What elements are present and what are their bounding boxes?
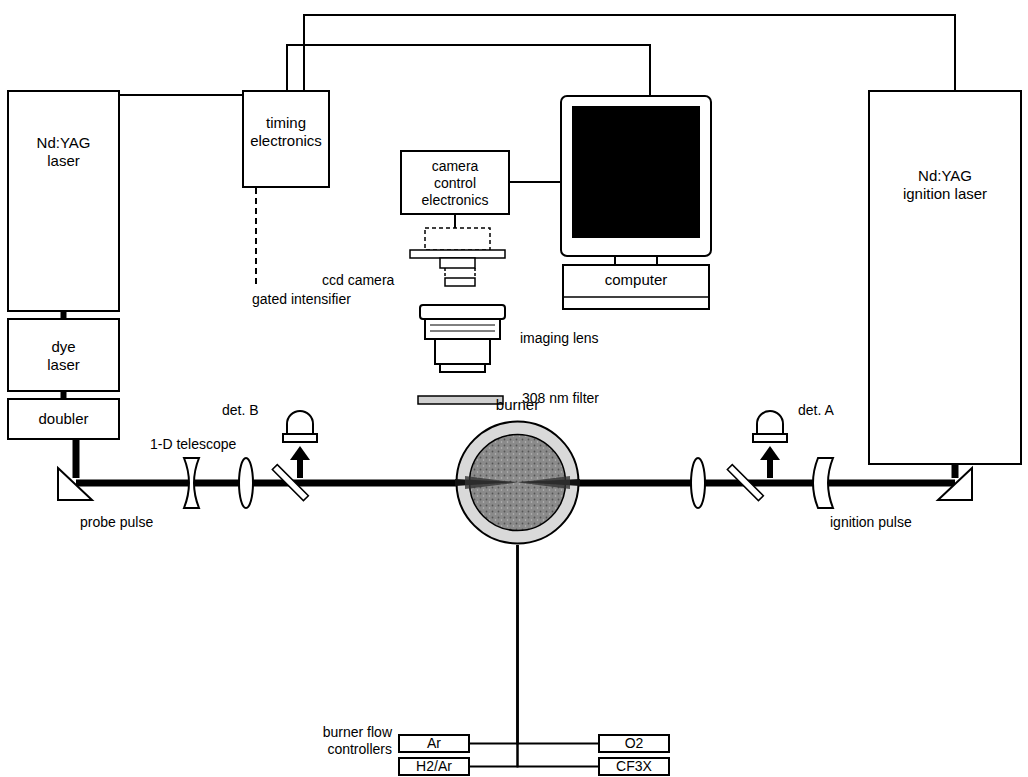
node-label: CF3X xyxy=(616,759,652,774)
connector-line xyxy=(518,545,599,744)
connector-line xyxy=(470,545,518,744)
node-label: computer xyxy=(560,271,712,289)
connector-line xyxy=(470,545,518,767)
connector-line xyxy=(120,94,242,96)
turning-prism xyxy=(58,468,92,500)
flow-controller-box: CF3X xyxy=(598,757,670,776)
laser-box: Nd:YAG laser xyxy=(7,90,120,312)
part-label: ccd camera xyxy=(322,272,394,289)
concave-lens xyxy=(813,458,833,508)
drive-slot xyxy=(563,296,709,298)
ccd-camera-body xyxy=(425,228,490,250)
ignition-beam xyxy=(575,480,955,487)
part-label: det. B xyxy=(222,402,259,419)
node-label: O2 xyxy=(625,736,644,751)
concave-lens xyxy=(184,458,199,508)
connector-line xyxy=(304,15,955,90)
filter xyxy=(418,396,503,404)
probe-beam xyxy=(73,440,80,478)
detector xyxy=(287,411,313,434)
node-label: H2/Ar xyxy=(416,759,452,774)
intensifier-link xyxy=(444,268,446,278)
connector-line xyxy=(510,181,560,183)
detector-arrow xyxy=(760,446,780,460)
monitor xyxy=(561,96,711,256)
probe-beam xyxy=(76,480,460,487)
detector-base xyxy=(283,434,317,442)
part-label: gated intensifier xyxy=(252,291,351,308)
part-label: imaging lens xyxy=(520,330,599,347)
detector-arrow xyxy=(290,446,310,460)
burner-rim xyxy=(457,422,579,544)
node-label: Ar xyxy=(427,736,441,751)
node-label: doubler xyxy=(38,410,88,428)
laser-box: dye laser xyxy=(7,318,120,392)
node-label: timing electronics xyxy=(246,114,326,150)
convex-lens xyxy=(691,458,705,508)
part-label: burner flow controllers xyxy=(282,724,392,758)
flow-controller-box: H2/Ar xyxy=(398,757,470,776)
monitor-screen xyxy=(572,106,700,238)
burner-drawing xyxy=(455,420,580,545)
electronics-box: timing electronics xyxy=(242,90,330,188)
camera-cable xyxy=(454,215,456,228)
detector-beam xyxy=(767,458,773,478)
imaging-lens-ridge xyxy=(430,325,495,326)
ccd-camera-plate xyxy=(410,250,505,258)
frequency-doubler-box: doubler xyxy=(7,398,120,440)
detector xyxy=(757,411,783,434)
node-label: Nd:YAG ignition laser xyxy=(900,167,990,203)
connector-line xyxy=(287,45,650,95)
focused-beam xyxy=(465,476,570,489)
monitor-stand xyxy=(615,256,657,265)
imaging-lens-barrel xyxy=(435,339,490,364)
part-label: det. A xyxy=(798,402,834,419)
electronics-box: camera control electronics xyxy=(400,150,510,215)
node-label: Nd:YAG laser xyxy=(24,134,104,170)
ignition-beam xyxy=(952,465,959,478)
gate-signal-line xyxy=(255,188,257,286)
imaging-lens-ring xyxy=(420,305,505,319)
imaging-lens-ridge xyxy=(430,331,495,332)
imaging-lens-front xyxy=(440,364,485,372)
gated-intensifier xyxy=(445,278,475,286)
intensifier-link xyxy=(474,268,476,278)
part-label: 308 nm filter xyxy=(522,390,599,407)
imaging-lens-barrel xyxy=(425,319,500,339)
burner: burner xyxy=(455,420,580,545)
connector-line xyxy=(518,545,599,767)
detector-base xyxy=(753,434,787,442)
detector-beam xyxy=(297,458,303,478)
turning-prism xyxy=(938,468,972,500)
flow-controller-box: O2 xyxy=(598,734,670,753)
part-label: probe pulse xyxy=(80,514,153,531)
laser-box: Nd:YAG ignition laser xyxy=(868,90,1022,465)
flow-controller-box: Ar xyxy=(398,734,470,753)
node-label: dye laser xyxy=(34,338,94,374)
ccd-camera-mount xyxy=(440,258,475,268)
convex-lens xyxy=(239,458,253,508)
node-label: camera control electronics xyxy=(413,158,498,209)
computer: computer xyxy=(560,95,712,312)
part-label: ignition pulse xyxy=(830,514,912,531)
beam-splitter xyxy=(727,465,763,501)
part-label: 1-D telescope xyxy=(150,436,236,453)
